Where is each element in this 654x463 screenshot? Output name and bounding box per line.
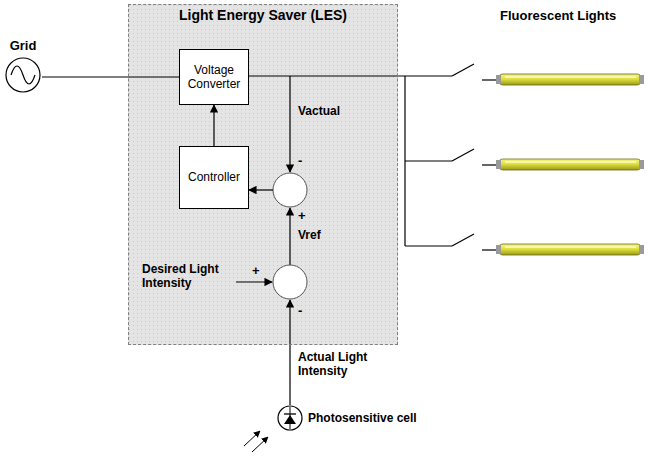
vref-wire [289,208,290,265]
les-enclosure: Light Energy Saver (LES) Voltage Converte… [128,4,398,345]
signal-name: Vactual [298,104,378,118]
node-text: Photosensitive cell [308,411,417,425]
signal-name: Desired Light Intensity [142,262,232,291]
group-title: Light Energy Saver (LES) [129,7,397,24]
grid-source: Grid [4,38,42,94]
sensor-label-node: Photosensitive cell [308,411,417,425]
sign-label: + [252,263,272,279]
light-branches [405,64,497,250]
photocell-symbol [244,406,302,452]
ac-source-symbol [4,56,42,94]
desired-wire [236,281,272,282]
node-text: Voltage Converter [184,63,244,92]
process-box: Voltage Converter [179,49,249,105]
sign-label: - [298,303,318,319]
summing-junction [273,265,307,299]
error-wire [249,189,273,190]
sign-label: - [298,153,318,169]
sign-label: + [298,208,318,224]
process-box: Controller [179,146,249,209]
summing-junction [273,173,307,207]
node-text: Controller [188,170,240,184]
connector [42,76,179,77]
signal-name: Actual Light Intensity [298,350,378,379]
fluorescent-tubes [496,74,644,255]
connector [213,105,214,146]
vactual-wire [289,76,290,172]
les-ground [128,4,398,345]
actual-wire [289,300,290,405]
component-label: Fluorescent Lights [500,8,650,24]
signal-name: Vref [298,228,358,242]
output-wire [248,75,405,76]
source-label: Grid [4,38,42,54]
